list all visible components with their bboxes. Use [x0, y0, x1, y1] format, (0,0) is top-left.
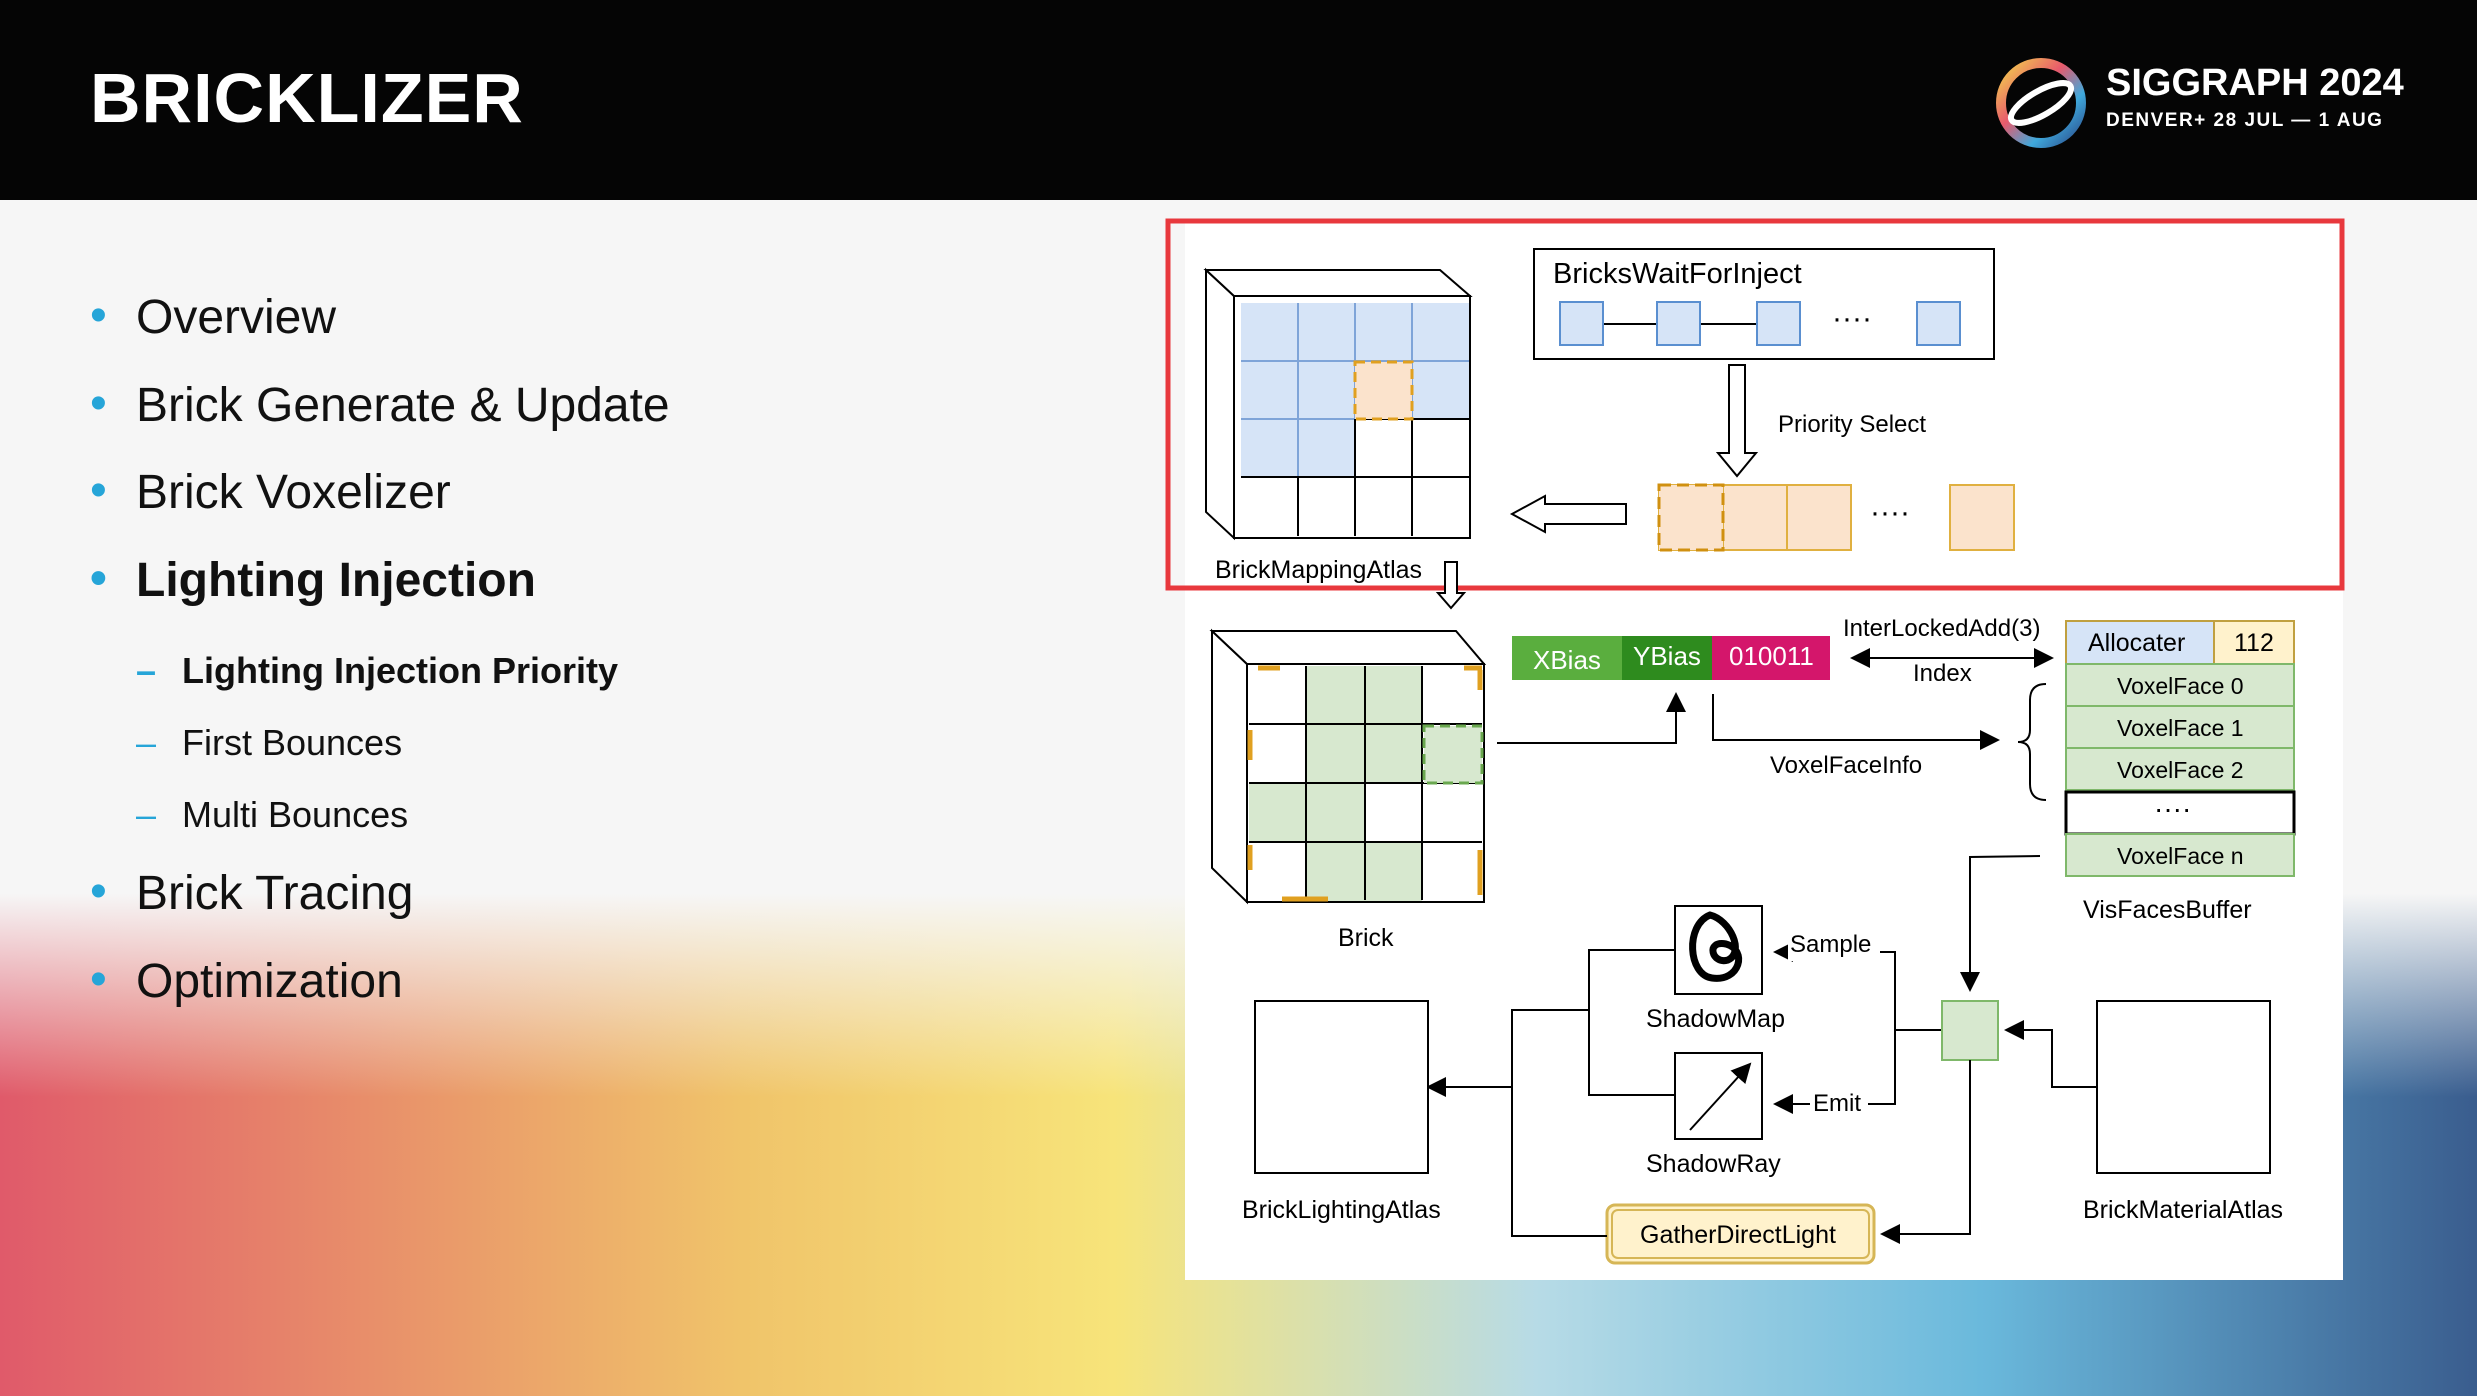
lighting-atlas-box	[1254, 1000, 1429, 1174]
alloc-value: 112	[2234, 629, 2274, 657]
vis-faces-buffer: Allocater 112 VoxelFace 0 VoxelFace 1 Vo…	[2064, 620, 2296, 924]
voxel-face-dots: ····	[2154, 793, 2191, 824]
voxel-face-info-label: VoxelFaceInfo	[1770, 752, 1922, 779]
interlocked-label: InterLockedAdd(3)	[1843, 615, 2040, 642]
bits-label: 010011	[1729, 641, 1814, 671]
down-arrow-icon	[1715, 364, 1759, 478]
material-atlas-label: BrickMaterialAtlas	[2083, 1196, 2283, 1224]
brace-icon	[2017, 683, 2047, 801]
shadow-map-icon	[1689, 911, 1743, 982]
index-label: Index	[1913, 660, 1972, 687]
emit-label: Emit	[1813, 1090, 1861, 1117]
left-arrow-icon	[1509, 494, 1627, 534]
bullet-icon: •	[90, 377, 107, 430]
vis-faces-buffer-label: VisFacesBuffer	[2083, 896, 2252, 924]
voxel-face-2: VoxelFace 2	[2117, 757, 2244, 783]
bricks-wait-queue: BricksWaitForInject ····	[1533, 248, 1995, 360]
queue-dots: ····	[1832, 302, 1872, 335]
brick-mapping-atlas: BrickMappingAtlas	[1203, 267, 1473, 584]
bullet-icon: •	[90, 464, 107, 517]
shadow-ray: ShadowRay	[1646, 1052, 1781, 1178]
allocater-label: Allocater	[2088, 629, 2185, 657]
ybias-label: YBias	[1633, 641, 1701, 671]
brick-cube: Brick	[1209, 628, 1487, 952]
material-atlas-box	[2096, 1000, 2271, 1174]
sample-label: Sample	[1790, 931, 1871, 958]
logo-subtitle: DENVER+ 28 JUL — 1 AUG	[2106, 110, 2384, 131]
dash-icon: –	[136, 650, 157, 691]
bias-bar: XBias YBias 010011	[1512, 636, 1830, 680]
priority-queue: ····	[1657, 483, 2015, 552]
shadow-map-label: ShadowMap	[1646, 1005, 1785, 1033]
gather-node	[1941, 1000, 1999, 1061]
bullet-icon: •	[90, 953, 107, 1006]
highlight-box	[1165, 218, 2345, 591]
bullet-icon: •	[90, 865, 107, 918]
atlas-down-arrow-icon	[1435, 561, 1467, 610]
siggraph-logo-icon	[1996, 58, 2086, 148]
dash-icon: –	[136, 794, 157, 835]
dash-icon: –	[136, 722, 157, 763]
shadow-ray-label: ShadowRay	[1646, 1150, 1781, 1178]
bullet-icon: •	[90, 552, 107, 605]
ray-arrow-icon	[1689, 1062, 1752, 1131]
gather-label: GatherDirectLight	[1640, 1221, 1836, 1249]
voxel-face-1: VoxelFace 1	[2117, 715, 2244, 741]
voxel-face-n: VoxelFace n	[2117, 843, 2244, 869]
bullet-icon: •	[90, 289, 107, 342]
shadow-map: ShadowMap	[1646, 905, 1785, 1033]
brick-label: Brick	[1338, 924, 1394, 952]
xbias-label: XBias	[1533, 645, 1601, 675]
header-bar: BRICKLIZER SIGGRAPH 2024 DENVER+ 28 JUL …	[0, 0, 2477, 200]
mapping-atlas-label: BrickMappingAtlas	[1215, 556, 1422, 584]
lighting-atlas-label: BrickLightingAtlas	[1242, 1196, 1441, 1224]
gather-direct-light	[1605, 1203, 1876, 1265]
priority-select-label: Priority Select	[1778, 411, 1926, 438]
slide-title: BRICKLIZER	[90, 59, 524, 137]
priority-dots: ····	[1870, 496, 1910, 529]
voxel-face-0: VoxelFace 0	[2117, 673, 2244, 699]
queue-title: BricksWaitForInject	[1553, 258, 1802, 290]
logo-name: SIGGRAPH 2024	[2106, 62, 2404, 104]
